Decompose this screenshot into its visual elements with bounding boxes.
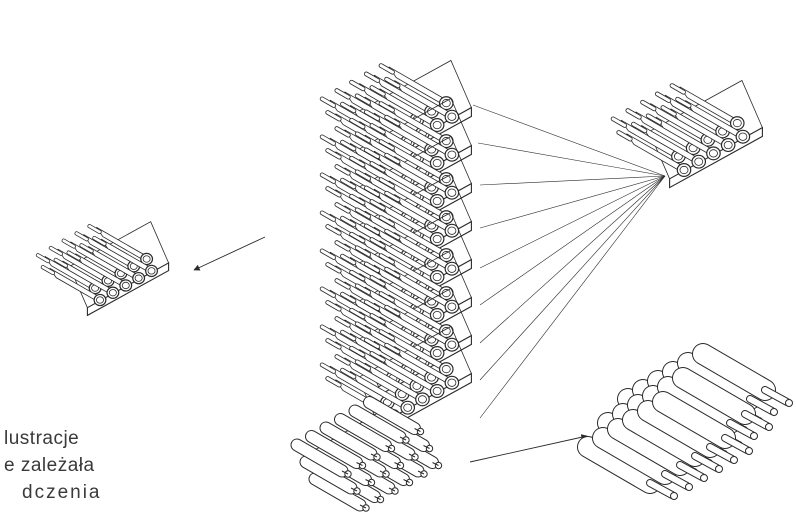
arrow-to-loose-bottles [469,434,588,463]
top-right-shelf-icon [610,79,763,189]
caption-line-2: e zależała [4,455,95,476]
connector-line [472,104,666,177]
connector-line [479,175,666,229]
caption-text: lustracje e zależała dczenia [0,425,200,506]
loose-bottles-stack-icon [577,343,793,500]
caption-line-1: lustracje [4,428,80,449]
connector-line [479,175,666,306]
wine-rack-tower-icon [290,59,472,512]
connector-line [479,175,666,269]
tower-loose-bottles [290,396,443,512]
connector-lines [193,104,666,463]
connector-line [477,142,666,177]
connector-line [479,175,666,419]
arrow-to-left-shelf [193,236,266,271]
connector-line [479,175,666,344]
connector-line [479,175,666,186]
left-shelf-icon [35,221,170,317]
caption-line-3: dczenia [22,482,102,503]
connector-line [479,175,666,381]
